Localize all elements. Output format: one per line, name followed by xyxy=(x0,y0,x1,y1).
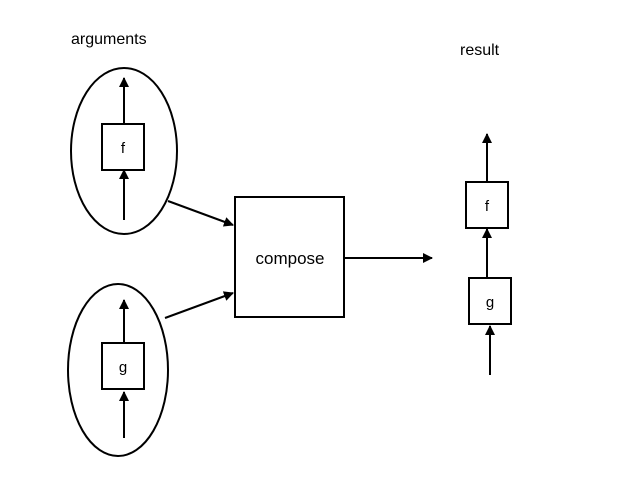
argument-g-label: g xyxy=(119,359,127,376)
result-label: result xyxy=(460,42,500,59)
result-g-label: g xyxy=(486,294,494,311)
arrow-f-to-compose xyxy=(167,200,234,227)
argument-f-label: f xyxy=(121,140,126,157)
compose-label: compose xyxy=(256,249,325,268)
argument-f-box xyxy=(101,123,145,171)
result-chain: f g xyxy=(465,133,512,375)
argument-g-ellipse xyxy=(67,283,169,457)
result-f-label: f xyxy=(485,198,490,215)
argument-f-ellipse xyxy=(70,67,178,235)
argument-g-box xyxy=(101,342,145,390)
arguments-label: arguments xyxy=(71,31,147,48)
argument-f-group: f xyxy=(70,67,178,235)
argument-g-group: g xyxy=(67,283,169,457)
result-g-box xyxy=(468,277,512,325)
arrow-g-to-compose xyxy=(164,291,234,319)
compose-box xyxy=(234,196,345,318)
